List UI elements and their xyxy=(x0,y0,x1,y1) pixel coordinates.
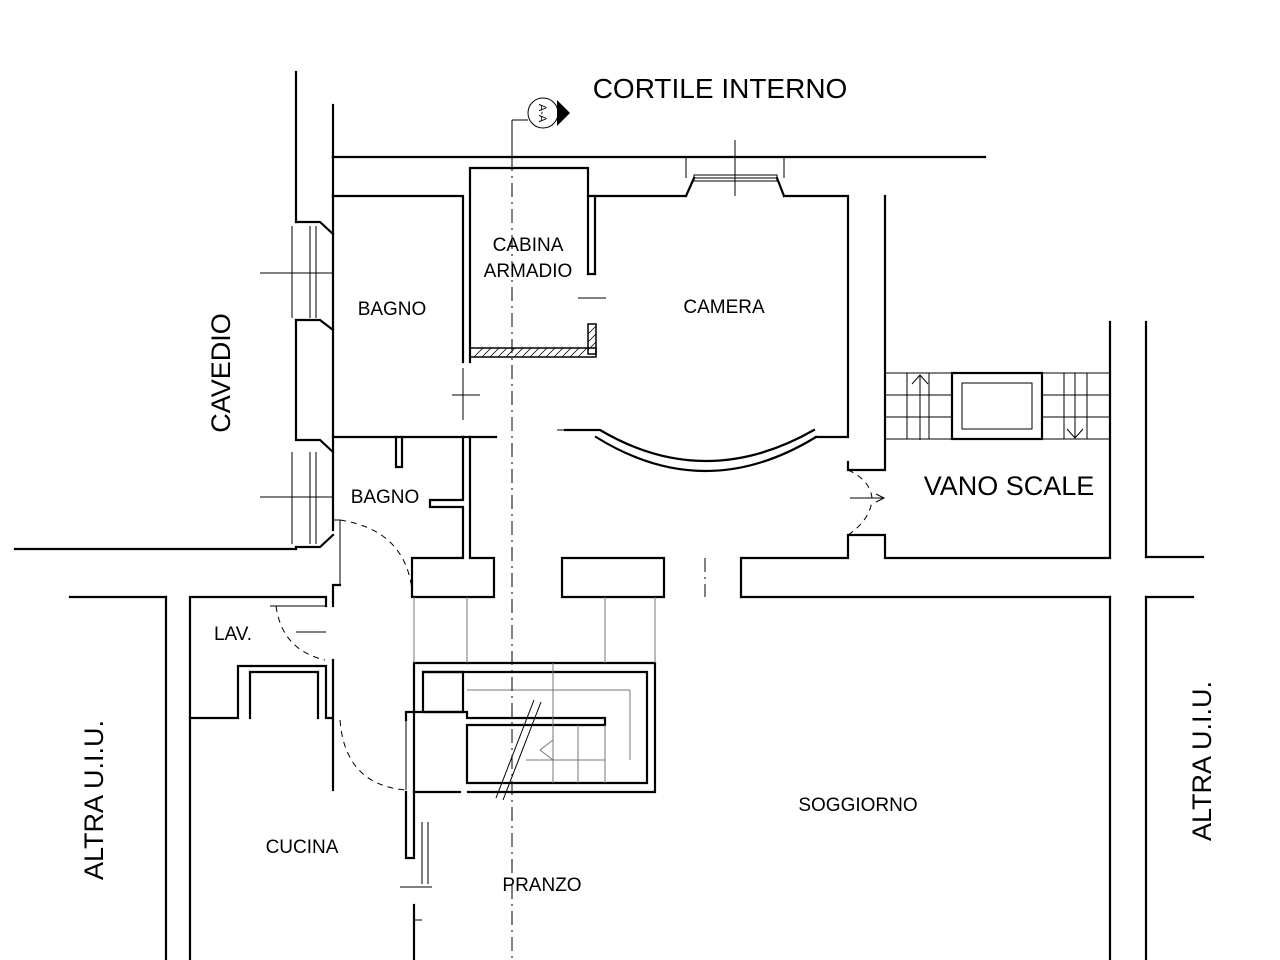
label-camera: CAMERA xyxy=(683,297,765,318)
label-bagno-lower: BAGNO xyxy=(351,487,420,508)
section-line-a-a xyxy=(511,97,706,960)
room-labels: CORTILE INTERNO A-A CABINA ARMADIO BAGNO… xyxy=(79,73,1217,896)
label-pranzo: PRANZO xyxy=(502,875,581,896)
window-cortile xyxy=(685,140,785,196)
label-lav: LAV. xyxy=(214,624,252,645)
label-cortile-interno: CORTILE INTERNO xyxy=(593,73,848,104)
section-marker-label: A-A xyxy=(536,104,548,123)
label-altra-uiu-right: ALTRA U.I.U. xyxy=(1187,681,1217,841)
internal-stair xyxy=(413,597,656,801)
label-cavedio: CAVEDIO xyxy=(206,313,236,433)
stair-core xyxy=(885,371,1110,441)
walls-lower xyxy=(188,583,657,960)
doors xyxy=(270,297,886,791)
context-walls xyxy=(13,70,1205,960)
label-cucina: CUCINA xyxy=(266,837,339,858)
label-vano-scale: VANO SCALE xyxy=(924,471,1095,501)
label-altra-uiu-left: ALTRA U.I.U. xyxy=(79,720,109,880)
windows-cavedio xyxy=(260,220,335,549)
label-cabina: CABINA xyxy=(493,235,564,256)
walls-upper xyxy=(331,155,1112,599)
label-bagno-upper: BAGNO xyxy=(358,299,427,320)
label-soggiorno: SOGGIORNO xyxy=(798,795,917,816)
label-armadio: ARMADIO xyxy=(484,261,573,282)
